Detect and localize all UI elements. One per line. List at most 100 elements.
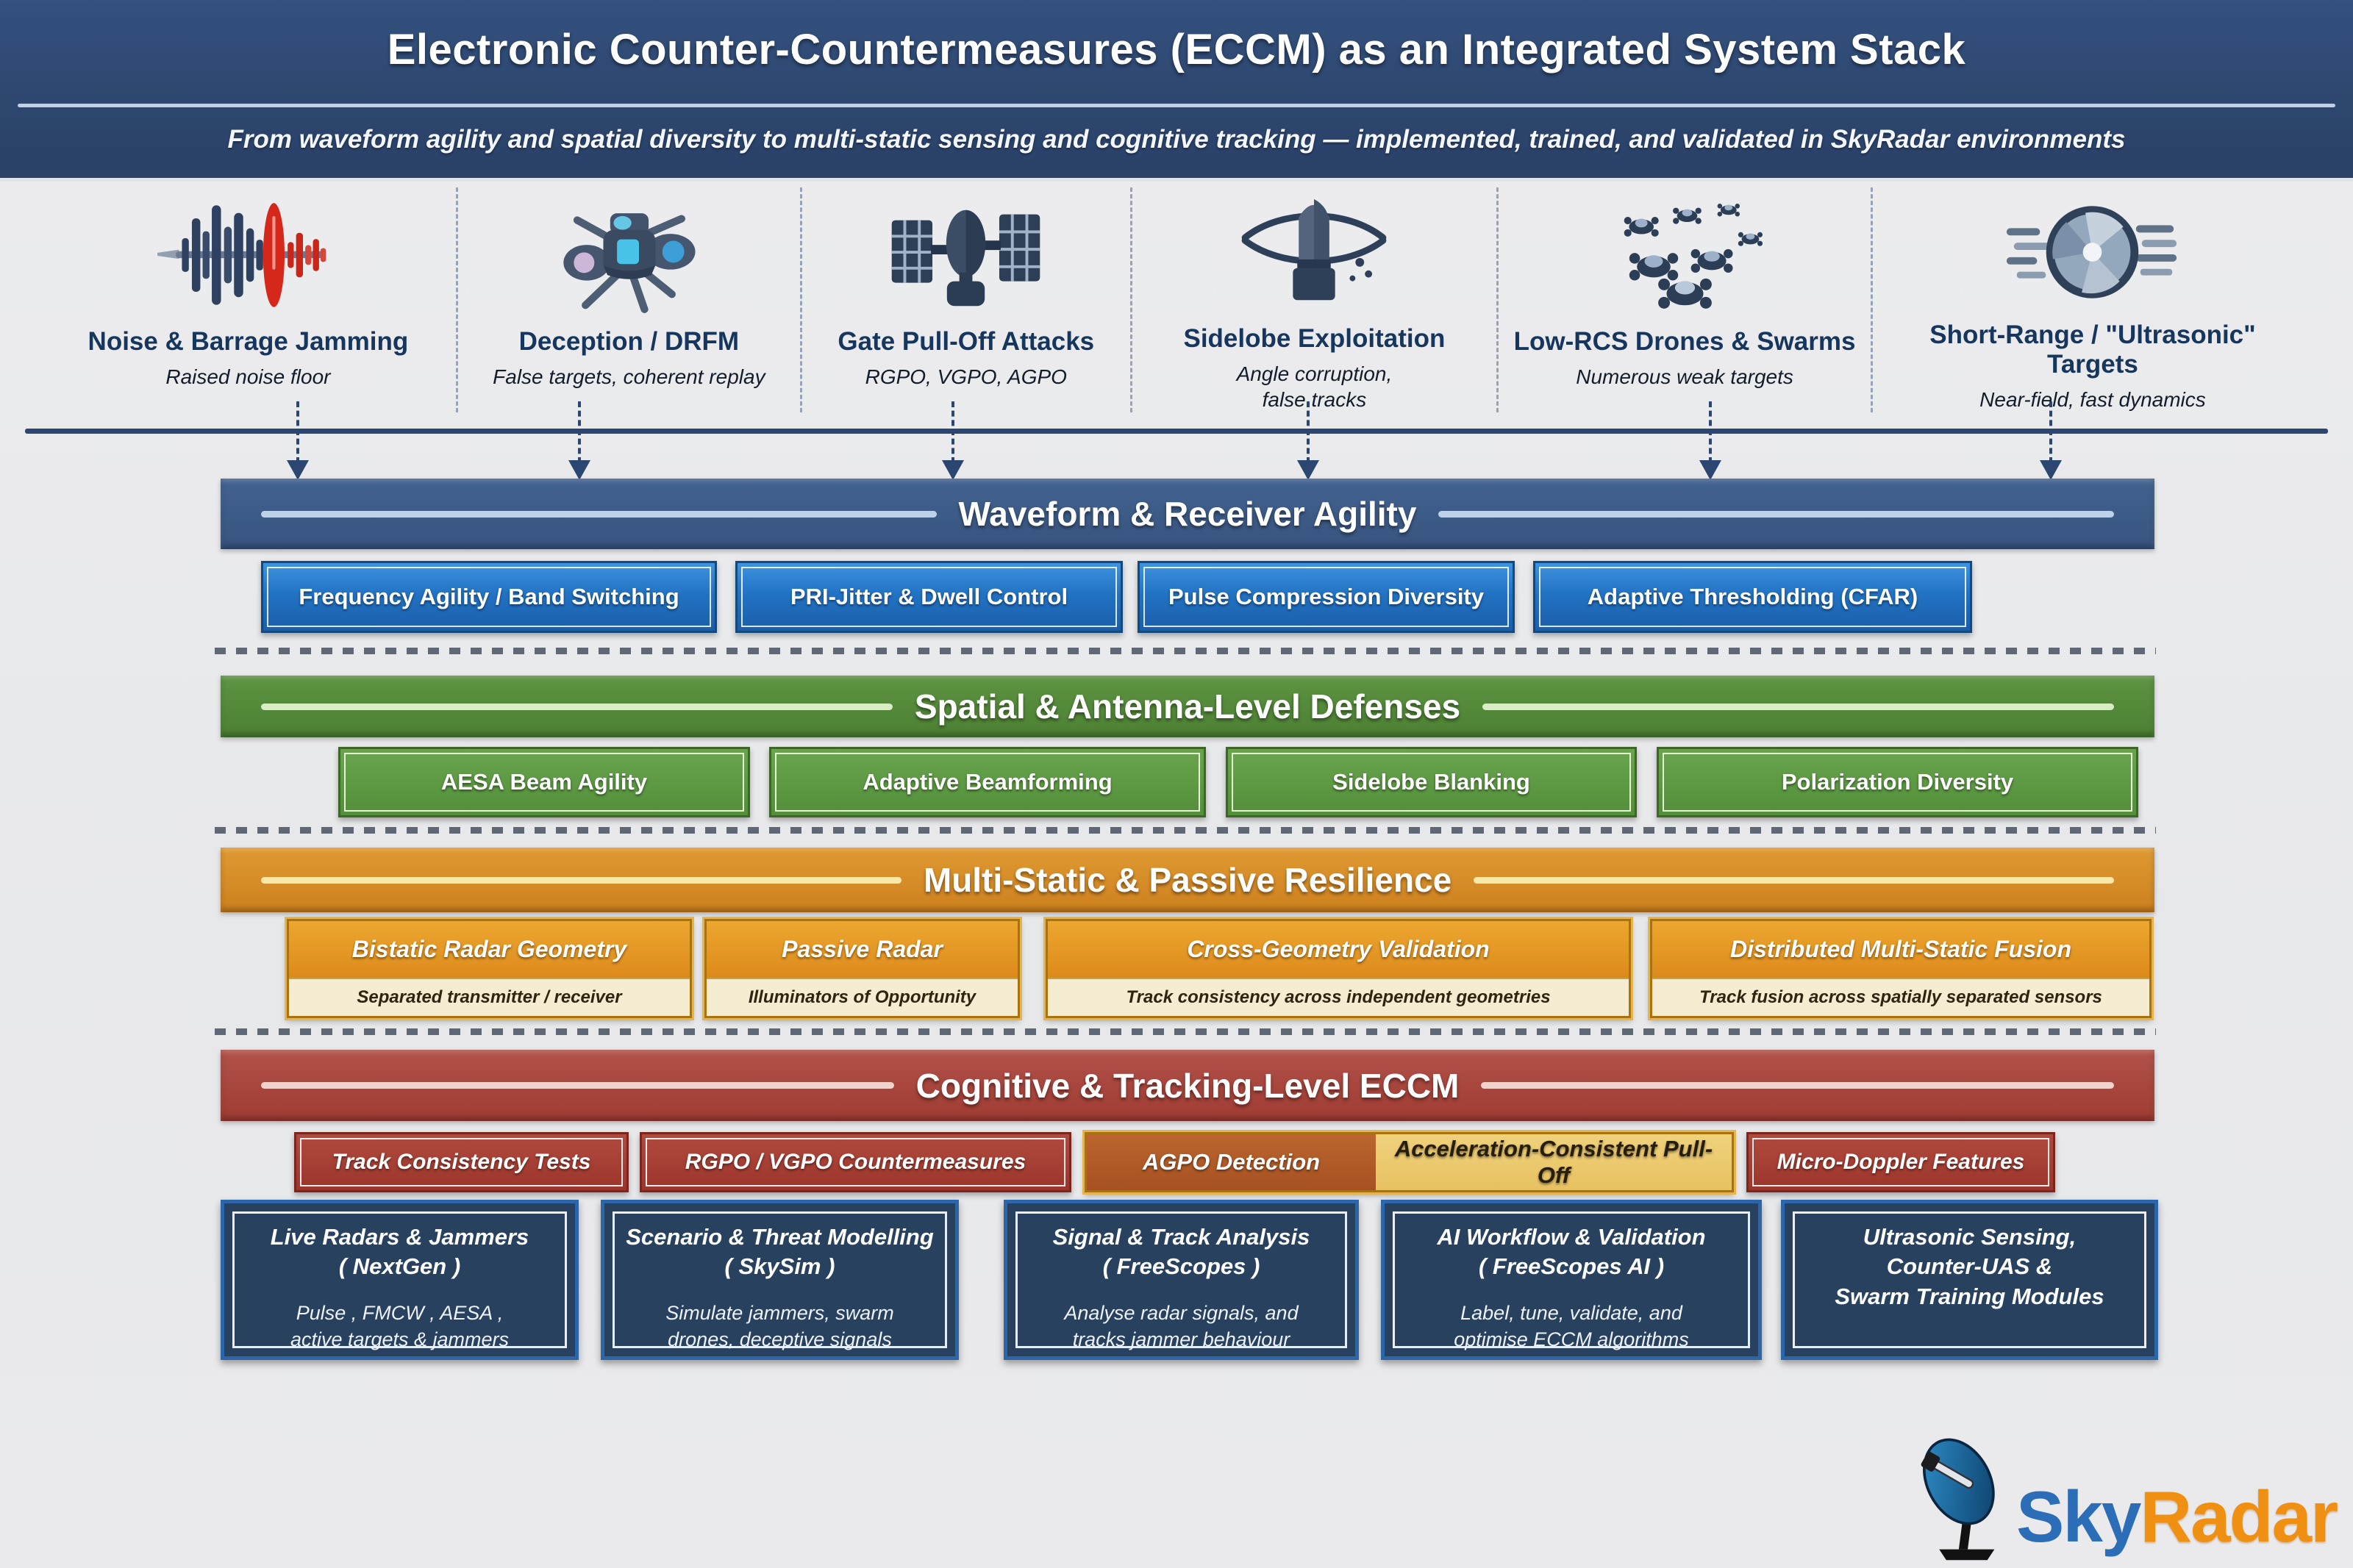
- technique-box: Cross-Geometry Validation Track consiste…: [1043, 917, 1633, 1020]
- technique-label: AGPO Detection: [1142, 1149, 1321, 1175]
- platform-product: ( NextGen ): [338, 1253, 461, 1280]
- technique-sublabel: Track consistency across independent geo…: [1126, 987, 1551, 1008]
- technique-label: Pulse Compression Diversity: [1168, 584, 1484, 609]
- platform-product: ( FreeScopes ): [1102, 1253, 1260, 1280]
- technique-label: Polarization Diversity: [1781, 769, 2014, 795]
- layer-band-cognitive: Cognitive & Tracking-Level ECCM: [221, 1050, 2154, 1121]
- band-rule-right: [1481, 1082, 2115, 1089]
- technique-sublabel: Illuminators of Opportunity: [748, 987, 976, 1008]
- technique-label: Adaptive Beamforming: [863, 769, 1113, 795]
- layer-band-waveform: Waveform & Receiver Agility: [221, 479, 2154, 549]
- agpo-label-area: AGPO Detection: [1087, 1134, 1376, 1190]
- threat-subtitle: False targets, coherent replay: [493, 365, 765, 389]
- layer-separator: [215, 648, 2156, 654]
- technique-label-area: Distributed Multi-Static Fusion: [1652, 921, 2149, 978]
- brand-wordmark: SkyRadar: [2016, 1481, 2338, 1553]
- threat-title: Deception / DRFM: [518, 327, 740, 356]
- platform-freescopes-ai: AI Workflow & Validation ( FreeScopes AI…: [1381, 1200, 1762, 1360]
- platform-product: ( FreeScopes AI ): [1478, 1253, 1665, 1280]
- ultrasonic-target-icon: [2002, 190, 2182, 315]
- platform-description: Simulate jammers, swarm drones, deceptiv…: [665, 1301, 894, 1351]
- threat-deception-drfm: Deception / DRFM False targets, coherent…: [458, 187, 802, 412]
- technique-label: PRI-Jitter & Dwell Control: [790, 584, 1068, 609]
- gate-pull-off-icon: [883, 190, 1049, 321]
- layer-separator: [215, 1028, 2156, 1035]
- platform-description: Pulse , FMCW , AESA , active targets & j…: [290, 1301, 510, 1351]
- band-rule-right: [1474, 876, 2115, 884]
- technique-sublabel: Acceleration-Consistent Pull-Off: [1394, 1136, 1713, 1188]
- technique-box: Frequency Agility / Band Switching: [261, 561, 717, 633]
- threat-flow-line: [25, 429, 2328, 434]
- technique-box: AESA Beam Agility: [338, 747, 750, 817]
- technique-box: Adaptive Beamforming: [769, 747, 1206, 817]
- technique-label: Distributed Multi-Static Fusion: [1730, 936, 2071, 963]
- threat-title: Gate Pull-Off Attacks: [838, 327, 1095, 356]
- technique-sublabel: Separated transmitter / receiver: [357, 987, 622, 1008]
- technique-sublabel-area: Illuminators of Opportunity: [707, 978, 1018, 1016]
- deception-drone-icon: [544, 190, 713, 321]
- technique-label: Frequency Agility / Band Switching: [299, 584, 679, 609]
- technique-box: Pulse Compression Diversity: [1138, 561, 1515, 633]
- band-rule-right: [1482, 703, 2114, 710]
- technique-sublabel-area: Track consistency across independent geo…: [1048, 978, 1629, 1016]
- technique-box: Passive Radar Illuminators of Opportunit…: [702, 917, 1022, 1020]
- threat-subtitle: Near-field, fast dynamics: [1979, 388, 2206, 411]
- technique-sublabel: Track fusion across spatially separated …: [1699, 987, 2102, 1008]
- threat-title: Noise & Barrage Jamming: [88, 327, 409, 356]
- platform-description: Label, tune, validate, and optimise ECCM…: [1454, 1301, 1689, 1351]
- platform-title: Ultrasonic Sensing, Counter-UAS & Swarm …: [1835, 1224, 2104, 1309]
- band-rule-left: [261, 510, 937, 518]
- technique-sublabel-area: Separated transmitter / receiver: [289, 978, 690, 1016]
- technique-label-area: Bistatic Radar Geometry: [289, 921, 690, 978]
- layer-band-multistatic: Multi-Static & Passive Resilience: [221, 848, 2154, 912]
- layer-separator: [215, 827, 2156, 834]
- threat-drone-swarm: Low-RCS Drones & Swarms Numerous weak ta…: [1499, 187, 1873, 412]
- technique-box: Distributed Multi-Static Fusion Track fu…: [1648, 917, 2154, 1020]
- technique-box: Polarization Diversity: [1657, 747, 2138, 817]
- brand-radar-text: Radar: [2140, 1476, 2338, 1557]
- threat-subtitle: Raised noise floor: [165, 365, 331, 389]
- agpo-description-area: Acceleration-Consistent Pull-Off: [1376, 1134, 1732, 1190]
- header-banner: Electronic Counter-Countermeasures (ECCM…: [0, 0, 2353, 182]
- platform-freescopes: Signal & Track Analysis ( FreeScopes ) A…: [1004, 1200, 1359, 1360]
- threat-subtitle: RGPO, VGPO, AGPO: [865, 365, 1067, 389]
- technique-box: RGPO / VGPO Countermeasures: [640, 1132, 1071, 1192]
- threat-subtitle: Angle corruption, false tracks: [1236, 362, 1393, 411]
- technique-label: Sidelobe Blanking: [1332, 769, 1530, 795]
- platform-ultrasonic-modules: Ultrasonic Sensing, Counter-UAS & Swarm …: [1781, 1200, 2158, 1360]
- threats-row: Noise & Barrage Jamming Raised noise flo…: [40, 187, 2313, 412]
- layer-title: Spatial & Antenna-Level Defenses: [914, 687, 1461, 726]
- technique-label-area: Cross-Geometry Validation: [1048, 921, 1629, 978]
- agpo-detection-box: AGPO Detection Acceleration-Consistent P…: [1082, 1130, 1736, 1195]
- technique-label: Bistatic Radar Geometry: [351, 936, 627, 963]
- sidelobe-exploitation-icon: [1233, 190, 1395, 318]
- threat-gate-pull-off: Gate Pull-Off Attacks RGPO, VGPO, AGPO: [802, 187, 1132, 412]
- platform-skysim: Scenario & Threat Modelling ( SkySim ) S…: [601, 1200, 959, 1360]
- satellite-dish-icon: [1909, 1426, 2027, 1566]
- band-rule-left: [261, 876, 901, 884]
- platform-title: Signal & Track Analysis: [1052, 1224, 1310, 1250]
- drone-swarm-icon: [1599, 190, 1771, 321]
- header-divider: [18, 104, 2335, 107]
- layer-title: Waveform & Receiver Agility: [958, 495, 1417, 533]
- platform-title: AI Workflow & Validation: [1437, 1224, 1706, 1250]
- noise-jamming-icon: [156, 190, 340, 321]
- technique-label: AESA Beam Agility: [440, 769, 648, 795]
- technique-label: Adaptive Thresholding (CFAR): [1587, 584, 1918, 609]
- band-rule-left: [261, 1082, 894, 1089]
- brand-sky-text: Sky: [2016, 1476, 2141, 1557]
- technique-box: Bistatic Radar Geometry Separated transm…: [285, 917, 694, 1020]
- platform-title: Live Radars & Jammers: [270, 1224, 529, 1250]
- technique-label: Cross-Geometry Validation: [1187, 936, 1490, 963]
- technique-box: Micro-Doppler Features: [1746, 1132, 2055, 1192]
- technique-label: Micro-Doppler Features: [1777, 1150, 2025, 1174]
- threat-sidelobe-exploitation: Sidelobe Exploitation Angle corruption, …: [1132, 187, 1499, 412]
- platform-description: Analyse radar signals, and tracks jammer…: [1064, 1301, 1299, 1351]
- technique-box: Track Consistency Tests: [294, 1132, 629, 1192]
- layer-title: Cognitive & Tracking-Level ECCM: [915, 1066, 1460, 1105]
- threat-subtitle: Numerous weak targets: [1576, 365, 1793, 389]
- skyradar-logo: SkyRadar: [1909, 1426, 2338, 1566]
- layer-title: Multi-Static & Passive Resilience: [923, 861, 1452, 899]
- technique-box: Sidelobe Blanking: [1226, 747, 1637, 817]
